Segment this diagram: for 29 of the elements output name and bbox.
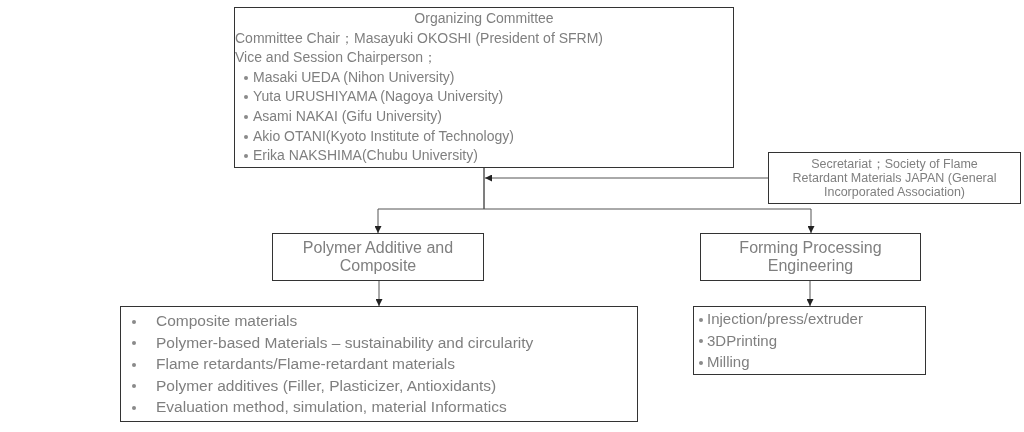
list-item: Composite materials: [156, 313, 298, 329]
topic-box: [700, 233, 921, 281]
topic-list-box: [120, 306, 638, 422]
list-item: Flame retardants/Flame-retardant materials: [156, 356, 455, 372]
secretariat-box: [768, 152, 1021, 204]
arrow: [484, 174, 769, 182]
list-item: Milling: [707, 354, 750, 369]
arrow: [483, 167, 815, 234]
topic-list-box: [693, 306, 926, 375]
member-name: Erika NAKSHIMA(Chubu University): [253, 148, 478, 163]
topic-box: [272, 233, 484, 281]
arrow: [375, 280, 383, 307]
member-name: Masaki UEDA (Nihon University): [253, 69, 455, 84]
member-name: Akio OTANI(Kyoto Institute of Technology): [253, 128, 514, 143]
committee-box: [234, 7, 734, 168]
box-title: Forming Processing Engineering: [738, 239, 883, 275]
box-title: Organizing Committee: [413, 11, 555, 25]
list-item: Evaluation method, simulation, material Informatics: [156, 399, 507, 415]
list-item: Injection/press/extruder: [707, 311, 863, 326]
list-item: Polymer-based Materials – sustainability and circularity: [156, 334, 534, 350]
arrow: [806, 280, 814, 307]
member-name: Asami NAKAI (Gifu University): [253, 109, 443, 123]
list-item: 3DPrinting: [707, 332, 778, 348]
note-text: Secretariat；Society of Flame Retardant Materials JAPAN (General Incorporated Association): [791, 157, 998, 199]
committee-text: Vice and Session Chairperson；: [235, 50, 438, 65]
list-item: Polymer additives (Filler, Plasticizer, Antioxidants): [156, 377, 497, 393]
member-name: Yuta URUSHIYAMA (Nagoya University): [253, 89, 504, 104]
committee-text: Committee Chair；Masayuki OKOSHI (President of SFRM): [235, 30, 603, 45]
box-title: Polymer Additive and Composite: [301, 239, 455, 275]
